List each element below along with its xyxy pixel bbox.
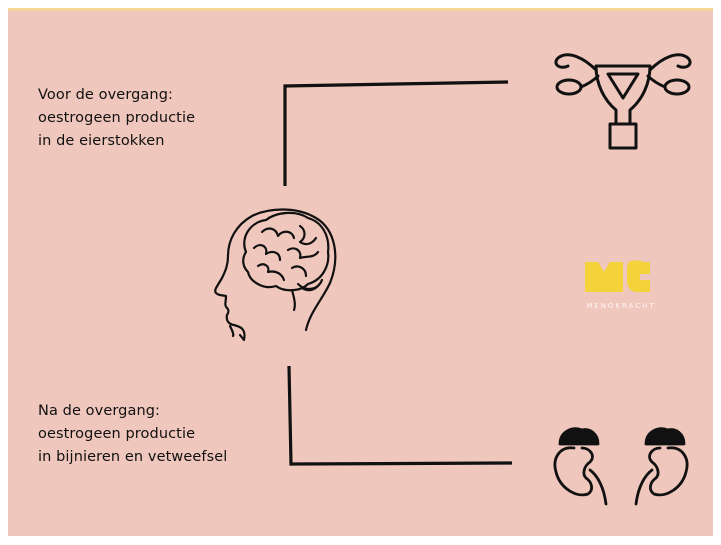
caption-after-menopause: Na de overgang: oestrogeen productie in … — [38, 400, 227, 469]
connector-top — [285, 82, 508, 186]
menokracht-logo — [585, 260, 650, 292]
head-brain-icon — [215, 210, 335, 341]
connector-bottom — [289, 366, 512, 464]
kidneys-icon — [555, 429, 687, 504]
uterus-icon — [556, 55, 690, 148]
logo-wordmark: MENOKRACHT — [566, 302, 676, 310]
caption-before-menopause: Voor de overgang: oestrogeen productie i… — [38, 84, 195, 153]
